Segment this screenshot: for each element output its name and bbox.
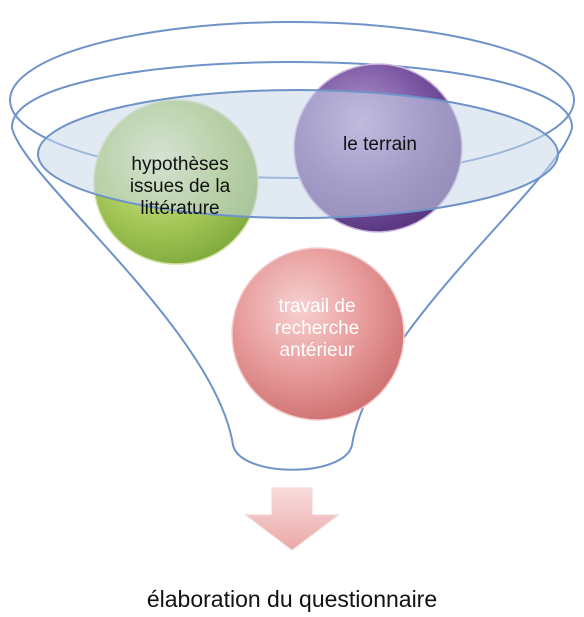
circle-label-travail: travail de recherche antérieur bbox=[274, 296, 360, 361]
down-arrow-icon bbox=[244, 487, 340, 551]
circle-label-terrain: le terrain bbox=[343, 134, 417, 155]
circle-travail bbox=[231, 247, 405, 421]
funnel-inner-rim bbox=[37, 89, 559, 219]
circle-label-hypotheses: hypothèses issues de la littérature bbox=[129, 154, 231, 219]
diagram-caption: élaboration du questionnaire bbox=[146, 586, 438, 612]
